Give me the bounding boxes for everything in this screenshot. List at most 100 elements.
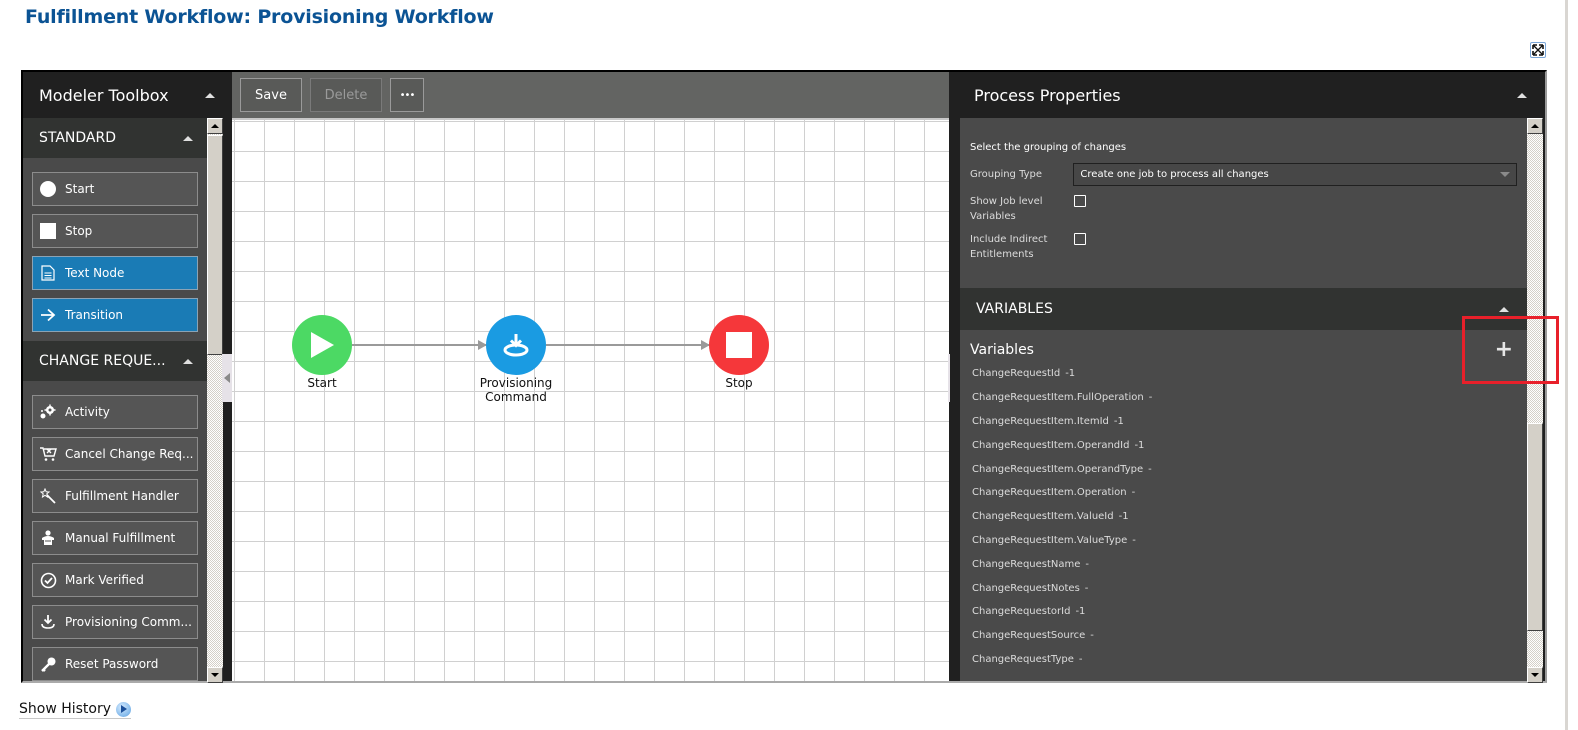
- show-job-vars-label: Show Job level Variables: [970, 194, 1074, 224]
- grouping-type-value: Create one job to process all changes: [1080, 169, 1269, 180]
- start-node-circle[interactable]: [292, 315, 352, 375]
- tool-label: Mark Verified: [65, 573, 144, 587]
- workflow-canvas[interactable]: Start Provisioning Command Stop: [232, 118, 949, 681]
- fullscreen-button[interactable]: [1530, 42, 1546, 58]
- show-job-vars-checkbox[interactable]: [1074, 195, 1086, 207]
- tool-stop[interactable]: Stop: [32, 214, 198, 248]
- tool-label: Activity: [65, 405, 110, 419]
- variable-name: ChangeRequestorId: [972, 606, 1071, 618]
- tool-label: Manual Fulfillment: [65, 531, 176, 545]
- node-label-line2: Command: [485, 390, 547, 404]
- show-history-link[interactable]: Show History: [19, 701, 132, 719]
- variables-list: ChangeRequestId-1 ChangeRequestItem.Full…: [960, 360, 1527, 671]
- collapse-icon[interactable]: [183, 135, 193, 141]
- section-standard-header[interactable]: STANDARD: [23, 118, 207, 158]
- variable-name: ChangeRequestItem.ValueType: [972, 534, 1128, 546]
- variable-name: ChangeRequestId: [972, 368, 1061, 380]
- tool-label: Reset Password: [65, 657, 159, 671]
- variable-item[interactable]: ChangeRequestItem.ValueType-: [960, 529, 1527, 553]
- variable-item[interactable]: ChangeRequestId-1: [960, 362, 1527, 386]
- scroll-down-button[interactable]: [1527, 667, 1543, 683]
- collapse-toolbox-handle[interactable]: [222, 354, 232, 402]
- scroll-up-button[interactable]: [1527, 118, 1543, 134]
- toolbox-scroll-area: STANDARD Start Stop Text Node: [23, 118, 207, 681]
- node-label-line1: Provisioning: [479, 376, 553, 390]
- tool-start[interactable]: Start: [32, 172, 198, 206]
- label-line: Include Indirect: [970, 234, 1048, 245]
- toolbox-header[interactable]: Modeler Toolbox: [23, 72, 231, 118]
- variable-item[interactable]: ChangeRequestItem.Operation-: [960, 481, 1527, 505]
- collapse-icon[interactable]: [183, 358, 193, 364]
- variable-item[interactable]: ChangeRequestItem.ItemId-1: [960, 410, 1527, 434]
- arrow-right-icon: [39, 306, 57, 324]
- variable-item[interactable]: ChangeRequestItem.FullOperation-: [960, 386, 1527, 410]
- variable-item[interactable]: ChangeRequestType-: [960, 648, 1527, 672]
- tool-provisioning-command[interactable]: Provisioning Comm...: [32, 605, 198, 639]
- delete-button[interactable]: Delete: [310, 78, 382, 112]
- variables-section-header[interactable]: VARIABLES: [960, 288, 1527, 330]
- variable-item[interactable]: ChangeRequestorId-1: [960, 600, 1527, 624]
- variable-item[interactable]: ChangeRequestItem.ValueId-1: [960, 505, 1527, 529]
- scroll-up-button[interactable]: [207, 118, 223, 134]
- page-title: Fulfillment Workflow: Provisioning Workf…: [25, 6, 494, 28]
- gears-icon: [39, 403, 57, 421]
- more-options-button[interactable]: •••: [390, 78, 424, 112]
- label-line: Entitlements: [970, 249, 1034, 260]
- tool-transition[interactable]: Transition: [32, 298, 198, 332]
- scroll-thumb[interactable]: [1527, 423, 1543, 631]
- save-button[interactable]: Save: [240, 78, 302, 112]
- provisioning-node-circle[interactable]: [486, 315, 546, 375]
- properties-header[interactable]: Process Properties: [950, 72, 1545, 118]
- node-label: Provisioning Command: [480, 376, 553, 404]
- tool-manual-fulfillment[interactable]: Manual Fulfillment: [32, 521, 198, 555]
- variable-value: -: [1131, 487, 1136, 499]
- variables-section-title: VARIABLES: [976, 301, 1053, 317]
- tool-reset-password[interactable]: Reset Password: [32, 647, 198, 681]
- collapse-icon[interactable]: [205, 92, 215, 98]
- variable-item[interactable]: ChangeRequestName-: [960, 552, 1527, 576]
- collapse-icon[interactable]: [1517, 92, 1527, 98]
- transition-start-to-provisioning[interactable]: [352, 340, 487, 350]
- variable-item[interactable]: ChangeRequestItem.OperandId-1: [960, 433, 1527, 457]
- variable-name: ChangeRequestType: [972, 653, 1074, 665]
- key-icon: [39, 655, 57, 673]
- square-icon: [39, 222, 57, 240]
- node-start[interactable]: Start: [292, 315, 352, 390]
- cart-cancel-icon: [39, 445, 57, 463]
- tool-text-node[interactable]: Text Node: [32, 256, 198, 290]
- canvas-area: Save Delete ••• Start Provisioning: [232, 72, 949, 681]
- tool-fulfillment-handler[interactable]: Fulfillment Handler: [32, 479, 198, 513]
- variable-item[interactable]: ChangeRequestNotes-: [960, 576, 1527, 600]
- add-variable-button[interactable]: +: [1494, 337, 1513, 362]
- variable-item[interactable]: ChangeRequestItem.OperandType-: [960, 457, 1527, 481]
- grouping-type-select[interactable]: Create one job to process all changes: [1073, 163, 1517, 186]
- node-provisioning-command[interactable]: Provisioning Command: [466, 315, 566, 404]
- tool-activity[interactable]: Activity: [32, 395, 198, 429]
- transition-provisioning-to-stop[interactable]: [546, 340, 710, 350]
- tool-mark-verified[interactable]: Mark Verified: [32, 563, 198, 597]
- node-stop[interactable]: Stop: [709, 315, 769, 390]
- section-change-request-header[interactable]: CHANGE REQUE...: [23, 341, 207, 381]
- arrow-down-icon: [211, 673, 219, 677]
- scroll-thumb[interactable]: [207, 135, 223, 355]
- include-indirect-checkbox[interactable]: [1074, 233, 1086, 245]
- canvas-toolbar: Save Delete •••: [232, 72, 949, 118]
- variable-value: -1: [1113, 415, 1124, 427]
- tool-cancel-change-request[interactable]: Cancel Change Req...: [32, 437, 198, 471]
- arrow-down-icon: [1531, 673, 1539, 677]
- include-indirect-label: Include Indirect Entitlements: [970, 232, 1074, 262]
- toolbox-title: Modeler Toolbox: [39, 85, 169, 105]
- variable-item[interactable]: ChangeRequestSource-: [960, 624, 1527, 648]
- scroll-down-button[interactable]: [207, 667, 223, 683]
- collapse-icon[interactable]: [1499, 306, 1509, 312]
- include-indirect-row: Include Indirect Entitlements: [970, 232, 1517, 262]
- workflow-modeler: Modeler Toolbox STANDARD Start Stop: [21, 70, 1547, 683]
- properties-scrollbar[interactable]: [1527, 118, 1543, 683]
- toolbox-scrollbar[interactable]: [207, 118, 223, 683]
- magic-wand-icon: [39, 487, 57, 505]
- properties-body: Select the grouping of changes Grouping …: [960, 118, 1527, 681]
- process-properties-panel: Process Properties Select the grouping o…: [950, 72, 1545, 683]
- node-label: Start: [307, 376, 337, 390]
- stop-node-circle[interactable]: [709, 315, 769, 375]
- variable-value: -: [1148, 392, 1153, 404]
